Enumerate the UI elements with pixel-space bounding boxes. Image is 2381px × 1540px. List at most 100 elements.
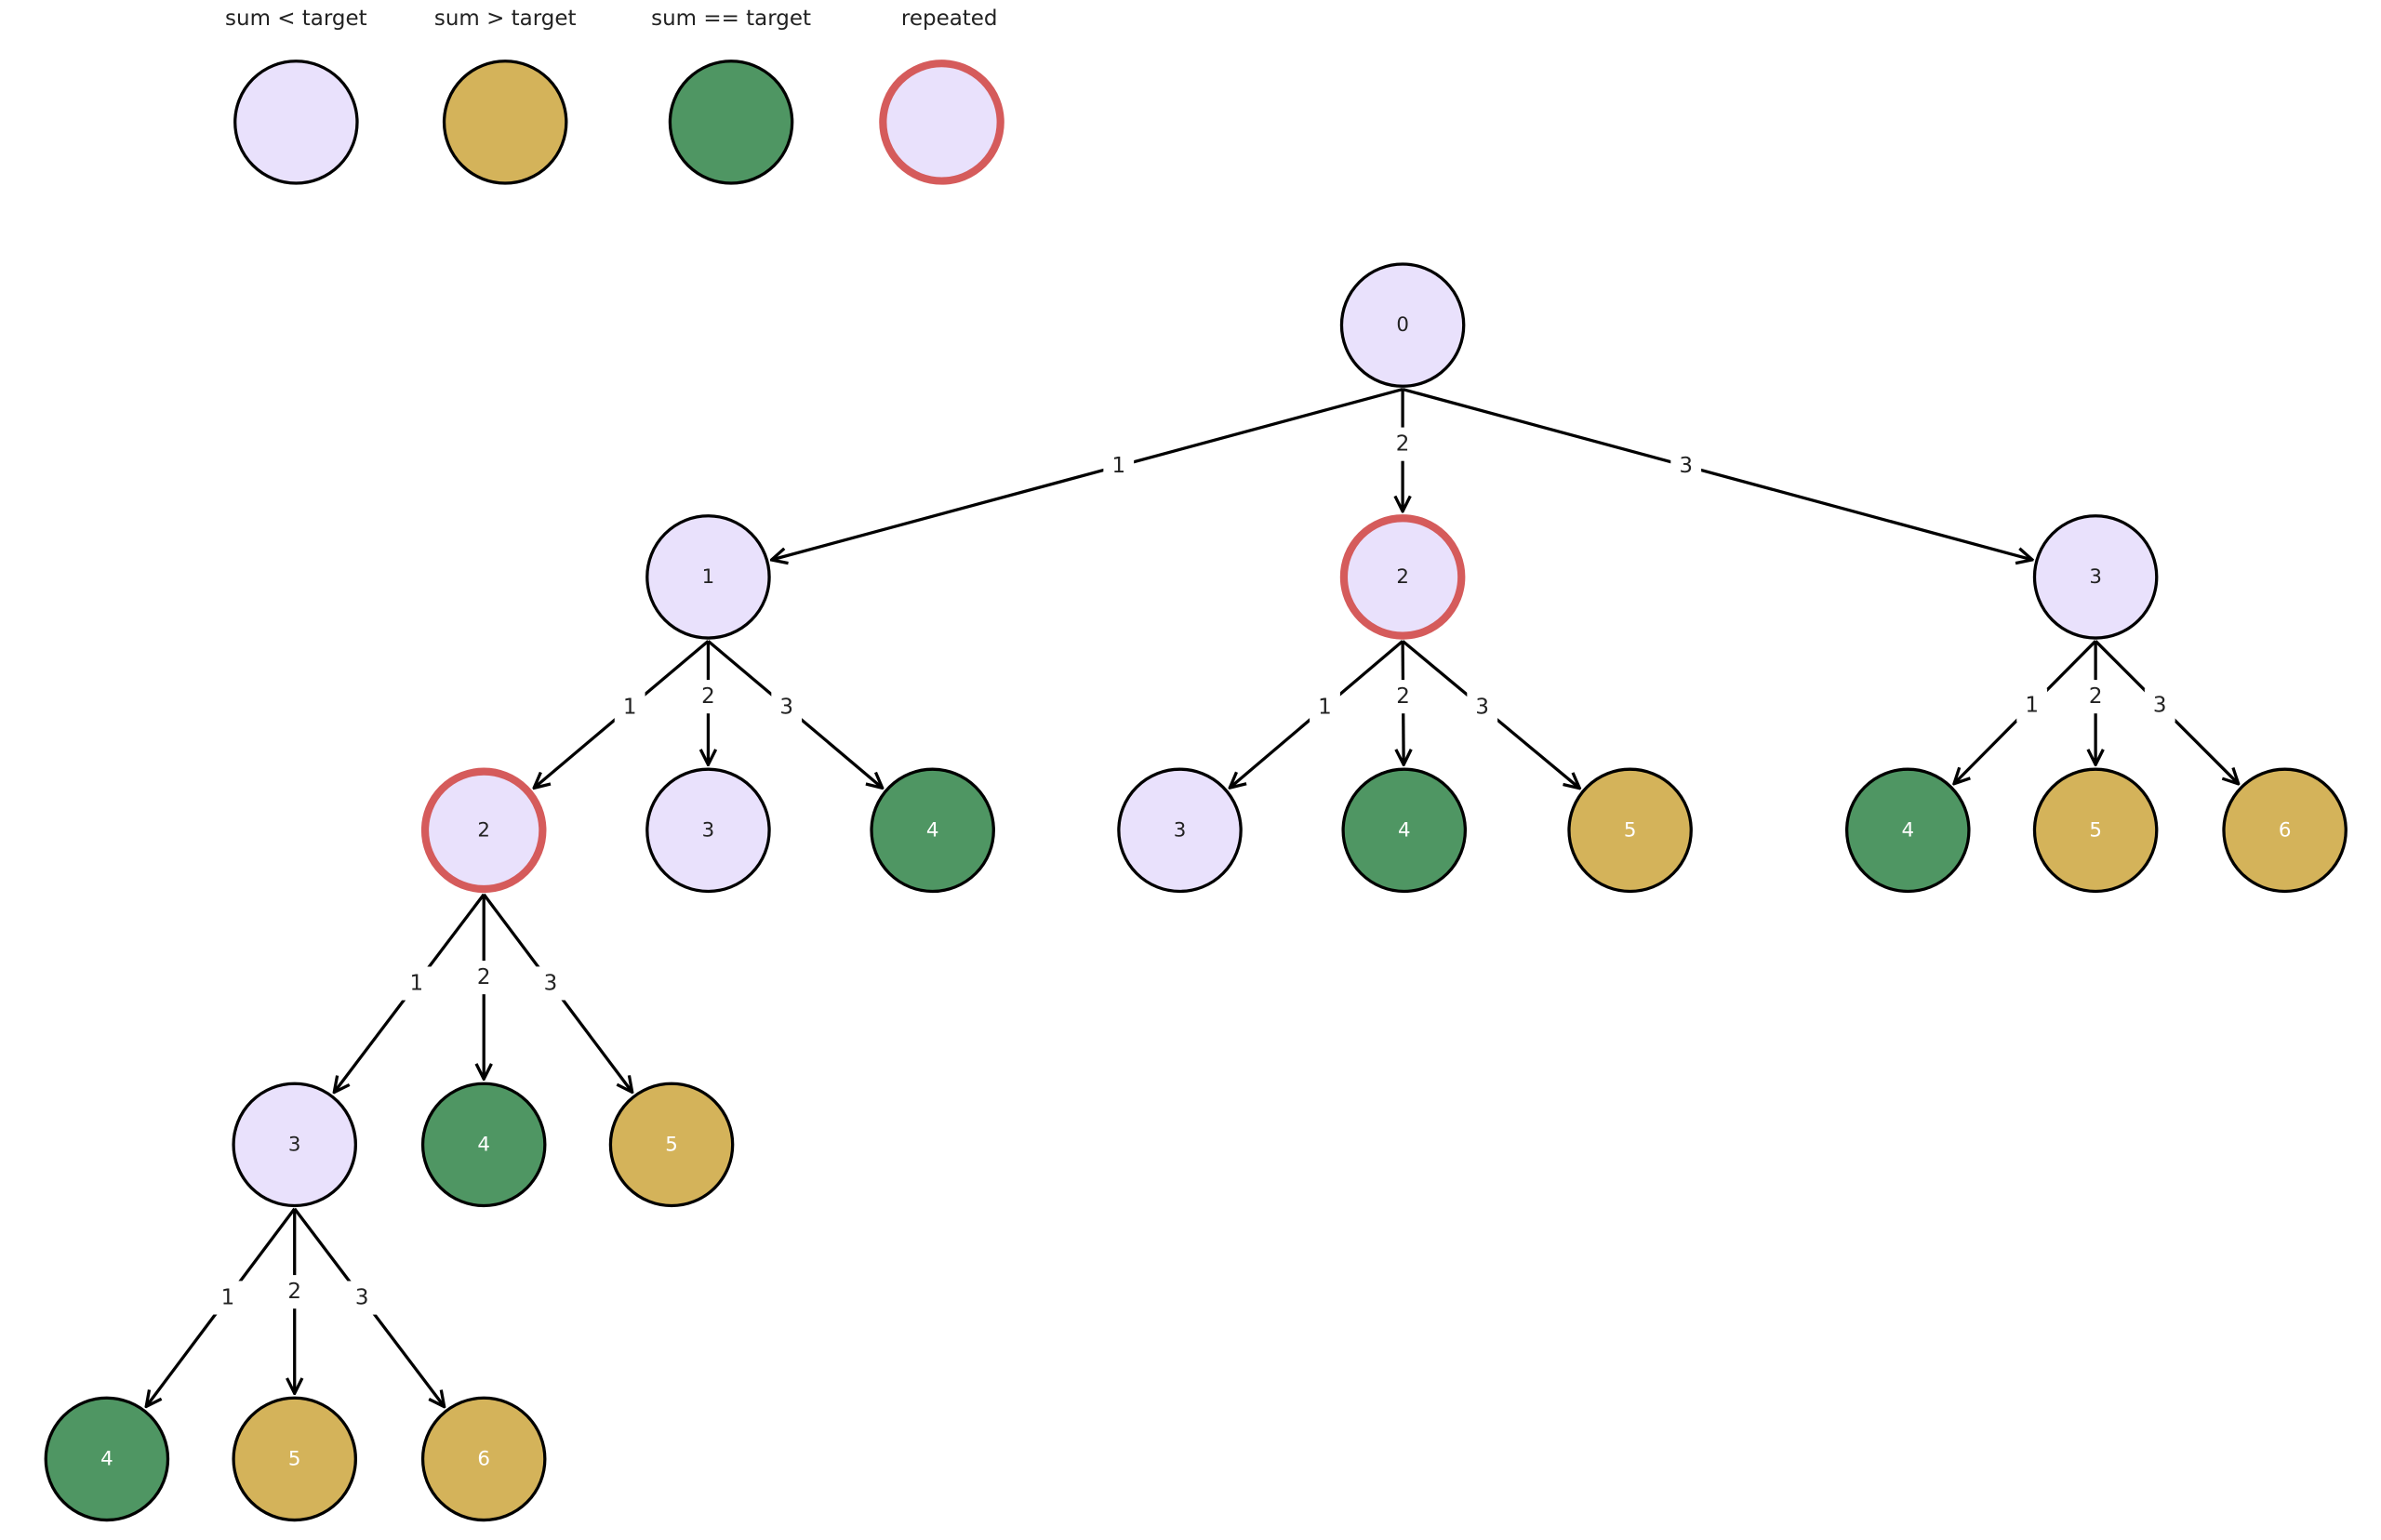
edge-label-bg [2016, 688, 2048, 723]
edge-label: 3 [1679, 454, 1693, 478]
legend-item-repeated: repeated [879, 7, 1004, 185]
legend-label: repeated [901, 7, 998, 31]
tree-node-greater: 5 [2032, 767, 2159, 894]
node-value: 4 [1901, 818, 1914, 842]
edge-n111-n1113: 3 [293, 1207, 445, 1407]
tree-node-repeated: 2 [420, 767, 547, 894]
legend-label: sum == target [651, 7, 811, 31]
node-circle [1341, 767, 1468, 894]
legend-item-greater: sum > target [434, 7, 576, 185]
edge-n3-n31: 1 [1954, 640, 2097, 783]
tree-node-greater: 5 [1567, 767, 1693, 894]
edge-arrow [1402, 387, 2032, 560]
edge-label: 1 [623, 695, 637, 719]
node-circle [232, 1082, 357, 1208]
edge-label: 1 [1111, 454, 1125, 478]
node-value: 4 [1398, 818, 1411, 842]
edge-label-bg [212, 1281, 244, 1315]
edge-label: 1 [221, 1285, 235, 1309]
edge-label: 2 [477, 965, 491, 989]
node-value: 3 [702, 818, 715, 842]
node-value: 1 [702, 565, 715, 589]
node-value: 2 [477, 818, 490, 842]
node-circle [2032, 767, 2159, 894]
edge-label: 2 [1396, 432, 1410, 457]
edge-label: 2 [287, 1280, 301, 1304]
edge-n111-n1111: 1 [146, 1207, 297, 1407]
edge-label-bg [535, 966, 566, 1001]
node-circle [1117, 767, 1243, 894]
node-circle [2032, 514, 2159, 640]
legend-swatch [442, 60, 568, 185]
node-circle [645, 514, 771, 640]
edge-label-bg [1103, 449, 1135, 484]
edge-n2-n22: 2 [1388, 641, 1418, 764]
edge-n11-n111: 1 [334, 893, 486, 1093]
edge-label: 1 [1318, 695, 1332, 719]
node-circle [232, 1396, 357, 1522]
edge-label: 2 [2089, 684, 2103, 709]
node-circle [2222, 767, 2348, 894]
node-circle [420, 767, 547, 894]
node-value: 6 [2279, 818, 2292, 842]
node-value: 3 [2089, 565, 2102, 589]
node-value: 4 [926, 818, 939, 842]
edge-label-bg [2144, 688, 2175, 723]
edge-n3-n32: 2 [2080, 641, 2111, 764]
edge-n11-n112: 2 [468, 894, 499, 1080]
tree-node-less: 3 [232, 1082, 357, 1208]
tree-node-greater: 5 [608, 1082, 735, 1208]
node-circle [608, 1082, 735, 1208]
node-circle [1845, 767, 1971, 894]
edge-label-bg [2080, 680, 2111, 714]
legend-item-equal: sum == target [651, 7, 811, 185]
edge-label: 2 [701, 684, 715, 709]
node-value: 2 [1396, 565, 1409, 589]
edge-label-bg [346, 1281, 378, 1315]
node-circle [870, 767, 995, 894]
edge-label-bg [1387, 427, 1418, 461]
legend-item-less: sum < target [225, 7, 367, 185]
edge-label-bg [614, 690, 645, 724]
node-value: 0 [1396, 313, 1409, 337]
edge-n1-n12: 2 [693, 641, 724, 764]
edge-n3-n33: 3 [2094, 640, 2239, 784]
edge-n2-n21: 1 [1230, 640, 1404, 788]
node-value: 5 [288, 1447, 301, 1470]
edge-label: 1 [409, 972, 423, 996]
node-value: 4 [100, 1447, 113, 1470]
edge-label: 3 [1475, 696, 1489, 720]
node-value: 3 [1174, 818, 1187, 842]
node-circle [420, 1396, 547, 1522]
tree-node-equal: 4 [870, 767, 995, 894]
edge-n0-n1: 1 [772, 387, 1403, 560]
node-circle [1339, 262, 1466, 388]
edge-n1-n13: 3 [707, 640, 882, 788]
tree-node-equal: 4 [420, 1082, 547, 1208]
tree-node-repeated: 2 [1339, 514, 1466, 640]
tree-node-less: 3 [645, 767, 771, 894]
node-value: 4 [477, 1133, 490, 1156]
legend-label: sum < target [225, 7, 367, 31]
tree-node-less: 0 [1339, 262, 1466, 388]
node-value: 5 [665, 1133, 678, 1156]
edge-label-bg [771, 690, 803, 724]
legend-swatch [233, 60, 359, 185]
edge-label-bg [1388, 680, 1418, 714]
tree-node-equal: 4 [1341, 767, 1468, 894]
tree-node-greater: 6 [2222, 767, 2348, 894]
edge-label-bg [401, 966, 432, 1001]
node-circle [645, 767, 771, 894]
node-circle [1567, 767, 1693, 894]
tree-node-greater: 5 [232, 1396, 357, 1522]
edge-n11-n113: 3 [482, 893, 632, 1093]
tree-node-less: 3 [1117, 767, 1243, 894]
edge-label-bg [279, 1275, 311, 1309]
edge-label: 3 [544, 971, 558, 995]
edge-n0-n3: 3 [1402, 387, 2032, 560]
edge-label-bg [468, 961, 499, 995]
node-value: 3 [288, 1133, 301, 1156]
